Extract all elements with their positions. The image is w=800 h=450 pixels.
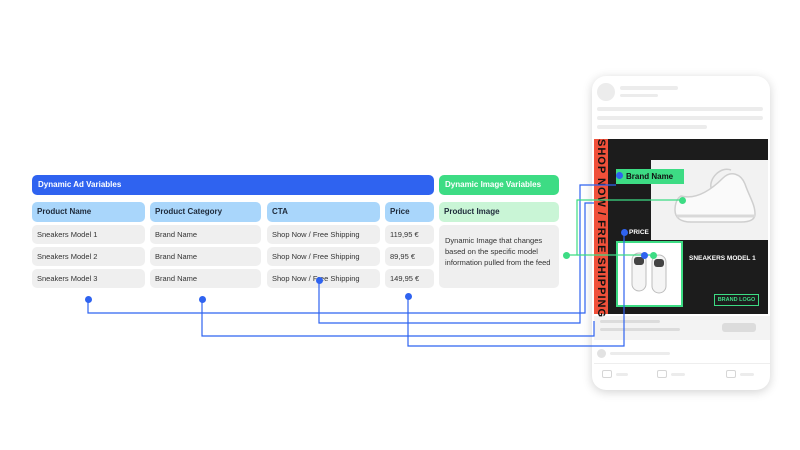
connector-dot xyxy=(641,252,648,259)
table-cell: Sneakers Model 3 xyxy=(32,269,145,288)
placeholder-line xyxy=(671,373,685,376)
column-header-product-name: Product Name xyxy=(32,202,145,222)
dynamic-image-variables-header: Dynamic Image Variables xyxy=(439,175,559,195)
avatar xyxy=(597,83,615,101)
column-header-price: Price xyxy=(385,202,434,222)
image-description: Dynamic Image that changes based on the … xyxy=(439,225,559,288)
connector-dot xyxy=(405,293,412,300)
placeholder-line xyxy=(597,107,763,111)
placeholder-line xyxy=(610,352,670,355)
secondary-shoe-image xyxy=(616,241,683,307)
connector-dot xyxy=(563,252,570,259)
placeholder-line xyxy=(616,373,628,376)
like-icon[interactable] xyxy=(602,370,612,378)
connector-dot xyxy=(316,277,323,284)
table-cell: Brand Name xyxy=(150,225,261,244)
connector-dot xyxy=(616,172,623,179)
column-header-cta: CTA xyxy=(267,202,380,222)
table-cell: Shop Now / Free Shipping xyxy=(267,225,380,244)
table-cell: Shop Now / Free Shipping xyxy=(267,247,380,266)
table-cell: 89,95 € xyxy=(385,247,434,266)
connector-dot xyxy=(650,252,657,259)
brand-name-tag: Brand Name xyxy=(616,169,684,184)
table-cell: Brand Name xyxy=(150,269,261,288)
share-icon[interactable] xyxy=(726,370,736,378)
divider xyxy=(594,363,770,364)
table-cell: Sneakers Model 2 xyxy=(32,247,145,266)
table-cell: 119,95 € xyxy=(385,225,434,244)
connector-cta xyxy=(318,184,616,324)
cta-placeholder-button xyxy=(722,323,756,332)
column-header-product-category: Product Category xyxy=(150,202,261,222)
placeholder-line xyxy=(620,94,658,97)
placeholder-line xyxy=(597,116,763,120)
connector-product-category xyxy=(201,299,595,337)
dynamic-ad-variables-header: Dynamic Ad Variables xyxy=(32,175,434,195)
connector-dot xyxy=(679,197,686,204)
placeholder-line xyxy=(600,320,660,323)
comment-icon[interactable] xyxy=(657,370,667,378)
shop-now-banner: SHOP NOW / FREE SHIPPING xyxy=(594,139,608,318)
table-cell: 149,95 € xyxy=(385,269,434,288)
connector-price xyxy=(407,232,625,347)
brand-logo: BRAND LOGO xyxy=(714,294,759,306)
connector-dot xyxy=(199,296,206,303)
column-header-product-image: Product Image xyxy=(439,202,559,222)
connector-dot xyxy=(621,229,628,236)
reaction-icon xyxy=(597,349,606,358)
connector-image xyxy=(566,199,682,256)
table-cell: Shop Now / Free Shipping xyxy=(267,269,380,288)
table-cell: Sneakers Model 1 xyxy=(32,225,145,244)
model-label: SNEAKERS MODEL 1 xyxy=(689,255,756,262)
sneaker-icon xyxy=(674,168,756,223)
placeholder-line xyxy=(597,125,707,129)
sneakers-pair-icon xyxy=(631,252,667,294)
placeholder-line xyxy=(620,86,678,90)
price-label: PRICE xyxy=(629,229,649,236)
connector-dot xyxy=(85,296,92,303)
placeholder-line xyxy=(740,373,754,376)
table-cell: Brand Name xyxy=(150,247,261,266)
connector-product-name xyxy=(87,202,594,314)
placeholder-line xyxy=(600,328,680,331)
